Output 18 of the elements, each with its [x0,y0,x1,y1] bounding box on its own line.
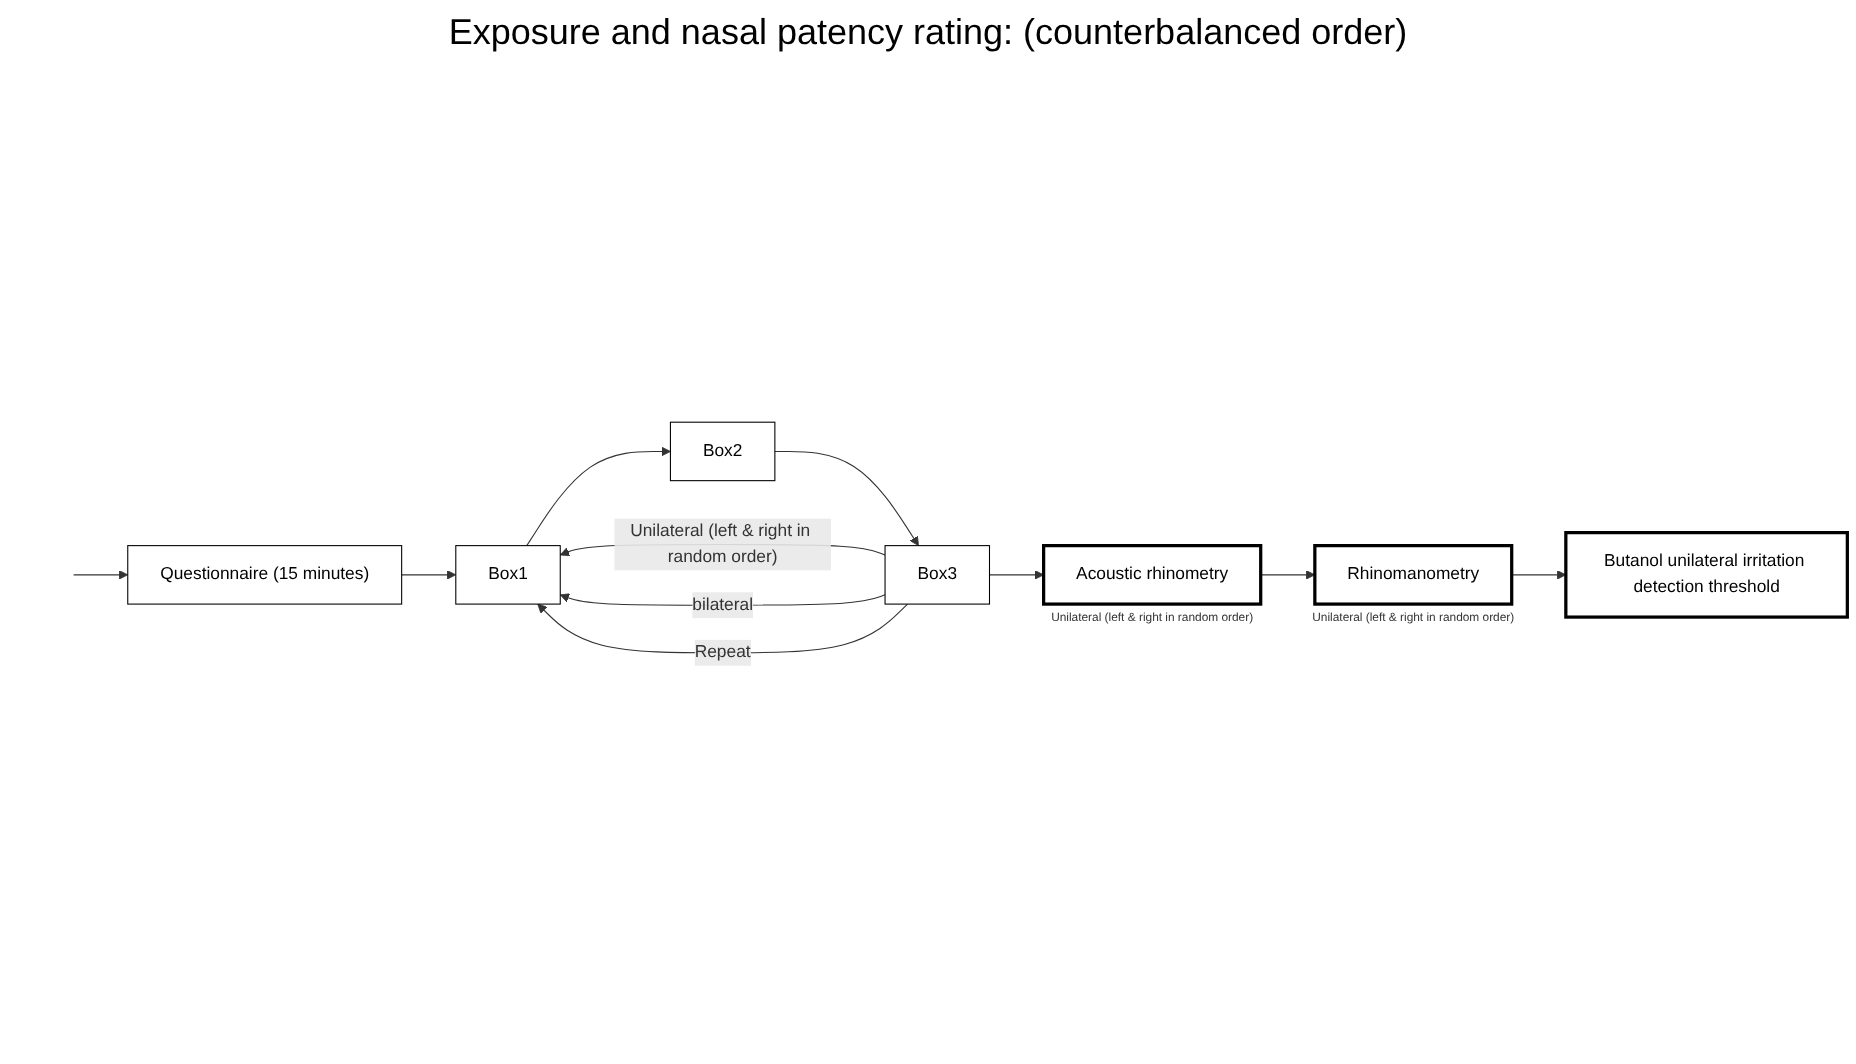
arrow [73,570,129,580]
node-box: Box3 [884,545,991,605]
arrow [1511,570,1567,580]
edge-label: Unilateral (left & right in random order) [630,521,811,567]
arrow [988,570,1045,580]
edge-label: bilateral [692,595,753,614]
arrow [526,446,671,547]
node-box: Questionnaire (15 minutes) [127,545,403,605]
node-box: Rhinomanometry [1313,544,1514,606]
node-box: Butanol unilateral irritation detection threshold [1564,531,1849,619]
arrow [401,570,457,580]
diagram-title: Exposure and nasal patency rating: (counterbalanced order) [446,12,1410,54]
node-box: Box2 [669,421,776,482]
edge-label: Repeat [694,643,751,662]
node-box: Box1 [455,545,561,605]
arrow [1260,570,1316,580]
arrow [774,450,919,547]
node-box: Acoustic rhinometry [1042,544,1263,606]
